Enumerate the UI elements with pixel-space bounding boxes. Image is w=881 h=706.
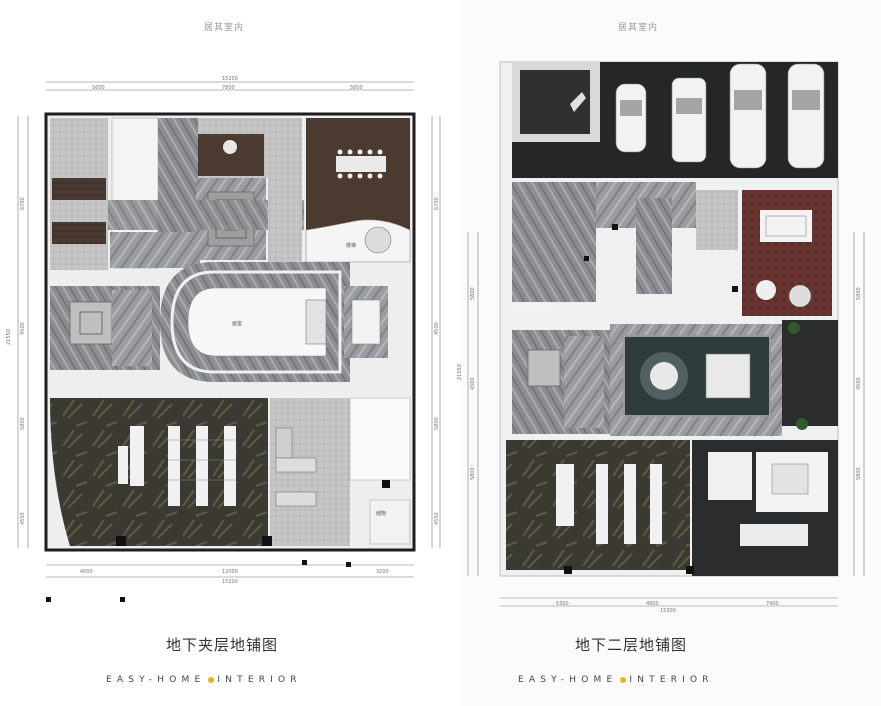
right-floor-plan <box>467 61 865 607</box>
right-dim-bottom-seg-2: 4800 <box>646 601 659 607</box>
left-dimension-lines <box>17 81 441 578</box>
right-sheet: 居其室内 <box>457 0 881 706</box>
left-dim-right-seg-3: 5800 <box>434 417 440 430</box>
left-dim-left-seg-4: 4550 <box>20 512 26 525</box>
left-dim-left-total: 21550 <box>6 329 12 345</box>
left-brand: EASY-HOME INTERIOR <box>106 675 302 685</box>
left-header-tag: 居其室内 <box>204 23 245 33</box>
left-room-stair: 楼梯 <box>346 243 357 249</box>
right-brand-part1: EASY-HOME <box>518 675 618 685</box>
left-plan-caption: 地下夹层地铺图 <box>166 636 279 654</box>
right-dim-bottom-seg-1: 5300 <box>556 601 569 607</box>
left-dim-left-seg-1: 6700 <box>20 197 26 210</box>
left-dim-top-seg-2: 7800 <box>222 85 235 91</box>
left-brand-dot <box>208 676 215 683</box>
left-dim-bottom-seg-2: 12000 <box>222 569 238 575</box>
right-dim-bottom-total: 15300 <box>660 608 676 614</box>
left-dim-top-seg-1: 5600 <box>92 85 105 91</box>
right-brand-part2: INTERIOR <box>629 675 714 685</box>
left-dim-top-seg-3: 5800 <box>350 85 363 91</box>
left-dim-left-seg-3: 5800 <box>20 417 26 430</box>
left-room-storage: 储物 <box>376 511 387 517</box>
right-dim-left-seg-2: 4500 <box>470 377 476 390</box>
right-plan-caption: 地下二层地铺图 <box>575 636 688 654</box>
right-dim-right-seg-2: 4500 <box>856 377 862 390</box>
left-brand-part2: INTERIOR <box>217 675 302 685</box>
left-dim-bottom-seg-1: 4000 <box>80 569 93 575</box>
left-dim-top-total: 15200 <box>222 76 238 82</box>
right-dim-bottom-seg-3: 7400 <box>766 601 779 607</box>
right-brand-dot <box>620 676 627 683</box>
right-dim-right-seg-1: 5800 <box>856 287 862 300</box>
right-dim-right-seg-3: 5800 <box>856 467 862 480</box>
left-dim-bottom-total: 15200 <box>222 579 238 585</box>
left-dim-right-seg-2: 4500 <box>434 322 440 335</box>
right-brand: EASY-HOME INTERIOR <box>518 675 714 685</box>
left-brand-part1: EASY-HOME <box>106 675 206 685</box>
right-dim-left-seg-3: 5800 <box>470 467 476 480</box>
left-room-main-hall: 画室 <box>232 321 243 327</box>
left-dim-right-seg-4: 4550 <box>434 512 440 525</box>
left-sheet: 居其室内 <box>6 23 441 685</box>
right-dimension-lines <box>467 232 865 607</box>
right-header-tag: 居其室内 <box>618 23 659 33</box>
left-dim-right-seg-1: 6700 <box>434 197 440 210</box>
right-dim-left-total: 21550 <box>457 364 463 380</box>
left-dim-bottom-seg-3: 3200 <box>376 569 389 575</box>
left-dim-left-seg-2: 4500 <box>20 322 26 335</box>
left-floor-plan <box>17 81 441 602</box>
right-dim-left-seg-1: 5800 <box>470 287 476 300</box>
